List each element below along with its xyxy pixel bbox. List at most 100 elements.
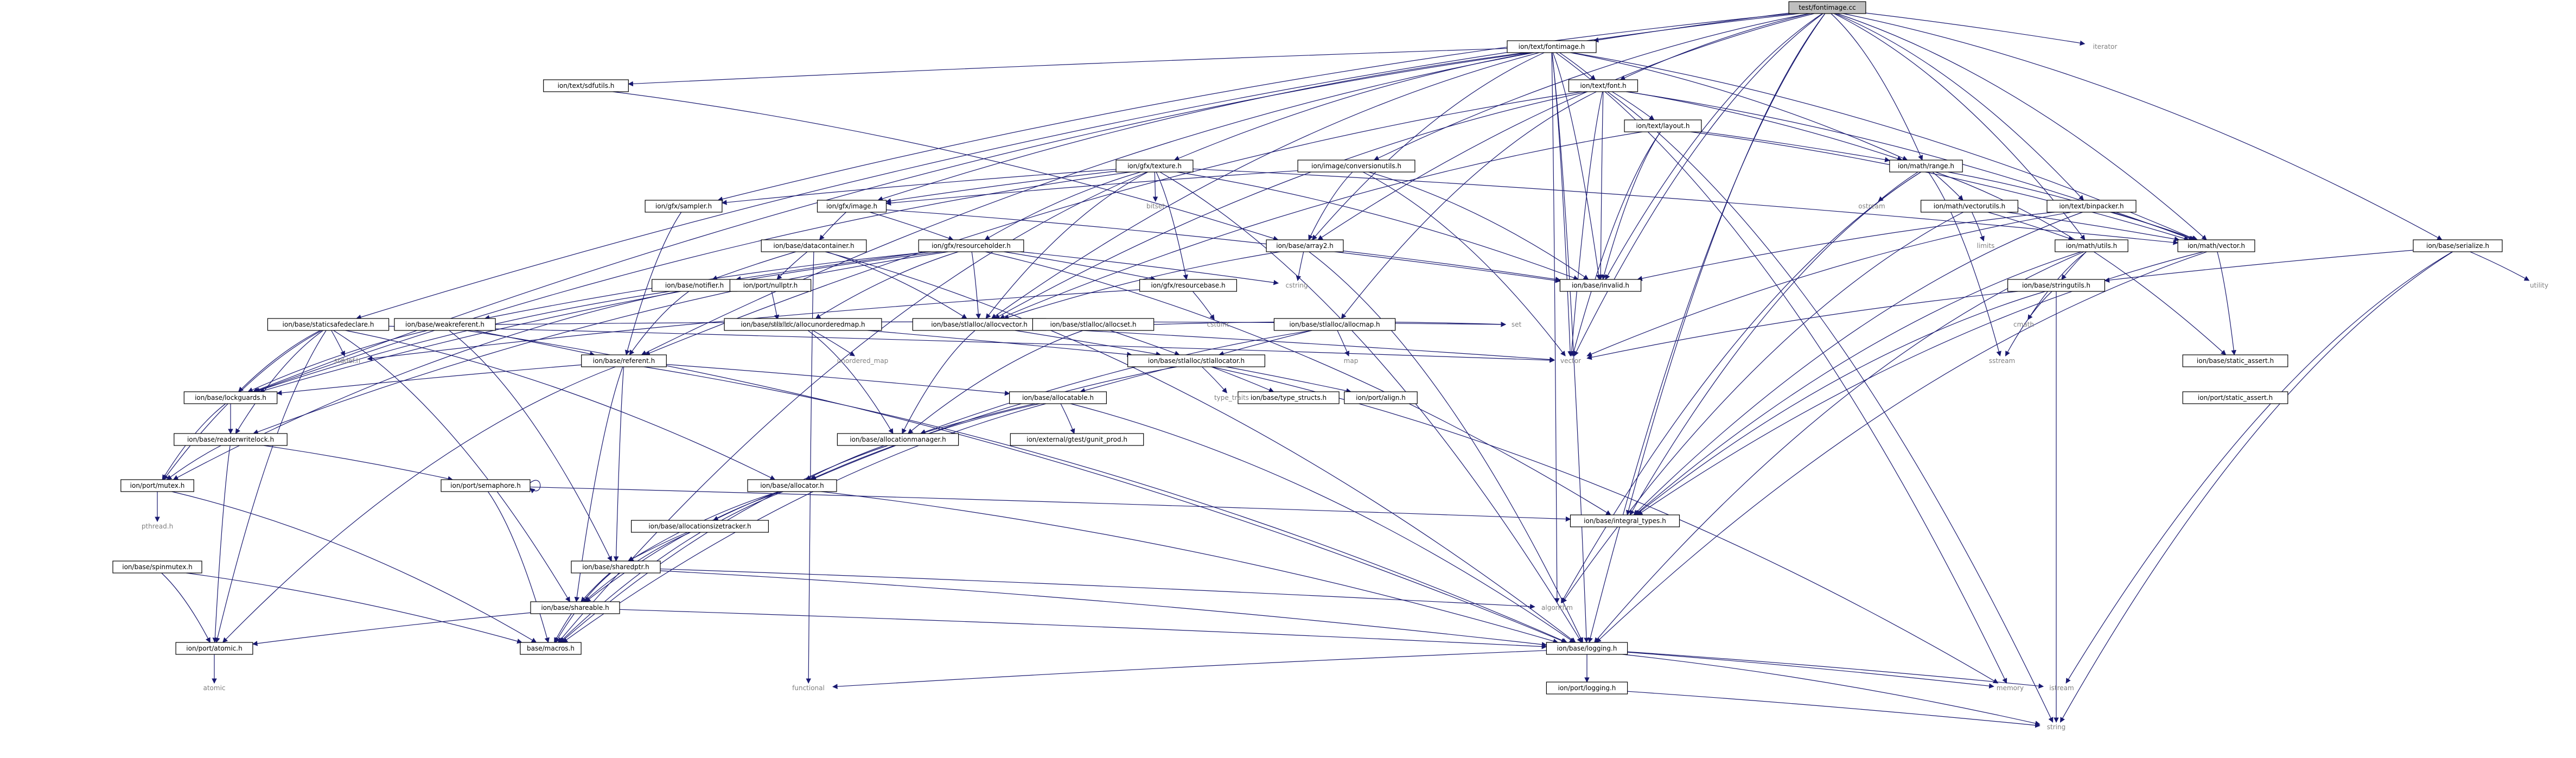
header-node[interactable]: ion/base/stlalloc/allocunorderedmap.h [724,318,882,331]
header-node[interactable]: ion/base/stlalloc/allocset.h [1032,318,1155,331]
header-node[interactable]: ion/text/sdfutils.h [543,79,629,92]
dependency-edge [530,486,1571,522]
node-label: ion/base/spinmutex.h [122,563,192,571]
header-node[interactable]: ion/image/conversionutils.h [1297,160,1415,173]
dependency-edge [1971,212,1985,241]
dependency-edge [1226,366,1351,393]
node-label: ion/port/mutex.h [130,482,185,489]
dependency-edge [819,212,846,240]
node-label: base/macros.h [527,645,575,652]
header-node[interactable]: ion/base/stringutils.h [2007,279,2106,292]
header-node[interactable]: ion/base/type_structs.h [1238,391,1340,404]
dependency-edges [155,12,2530,728]
node-box [2182,354,2288,367]
header-node[interactable]: ion/text/fontimage.h [1507,40,1597,53]
dependency-edge [474,330,595,356]
system-header-label: cstddef [767,321,791,328]
header-node[interactable]: ion/base/stlalloc/stlallocator.h [1127,354,1266,367]
header-node[interactable]: ion/base/staticsafedeclare.h [267,318,390,331]
node-label: ion/base/serialize.h [2426,242,2489,250]
header-node[interactable]: ion/base/logging.h [1546,642,1628,655]
dependency-edge [1202,366,1228,393]
dependency-edge [985,251,1611,515]
header-node[interactable]: ion/base/sharedptr.h [571,560,661,574]
header-node[interactable]: ion/text/font.h [1568,79,1638,92]
header-node[interactable]: ion/gfx/texture.h [1115,160,1194,173]
system-header-label: cstring [1285,282,1308,289]
header-node[interactable]: ion/base/allocatable.h [1009,391,1107,404]
dependency-edge [356,13,1800,320]
header-node[interactable]: ion/base/array2.h [1266,239,1344,252]
header-node[interactable]: ion/math/range.h [1889,160,1963,173]
node-label: ion/math/vector.h [2188,242,2245,250]
header-node[interactable]: base/macros.h [520,642,582,655]
node-box [2055,239,2128,252]
dependency-edge [345,330,776,480]
node-label: ion/base/integral_types.h [1584,517,1666,525]
node-label: ion/external/gtest/gunit_prod.h [1026,436,1127,443]
header-node[interactable]: ion/port/semaphore.h [441,479,531,492]
header-node[interactable]: ion/base/weakreferent.h [394,318,496,331]
node-label: ion/base/logging.h [1557,645,1617,652]
dependency-edge [1362,171,1566,356]
header-node[interactable]: ion/math/utils.h [2055,239,2128,252]
header-node[interactable]: ion/base/serialize.h [2413,239,2503,252]
node-box [581,354,667,367]
node-box [175,642,253,655]
header-node[interactable]: ion/base/notifier.h [652,279,737,292]
header-node[interactable]: ion/gfx/image.h [817,200,887,213]
dependency-edge [660,570,1547,647]
header-node[interactable]: ion/base/allocationsizetracker.h [630,520,769,533]
dependency-edge [333,330,570,602]
header-node[interactable]: ion/port/atomic.h [175,642,253,655]
header-node[interactable]: ion/math/vectorutils.h [1921,200,2019,213]
header-node[interactable]: ion/base/lockguards.h [183,391,278,404]
header-node[interactable]: ion/base/static_assert.h [2182,354,2288,367]
system-header-label: limits [1977,242,1995,250]
header-node[interactable]: ion/gfx/sampler.h [645,200,723,213]
header-node[interactable]: ion/base/integral_types.h [1570,514,1680,527]
node-box [2007,279,2106,292]
header-node[interactable]: ion/base/spinmutex.h [112,560,202,574]
header-node[interactable]: ion/port/static_assert.h [2182,391,2288,404]
header-node[interactable]: ion/text/layout.h [1624,119,1702,132]
node-box [1507,40,1597,53]
header-node[interactable]: ion/base/stlalloc/allocmap.h [1273,318,1396,331]
header-node[interactable]: ion/base/referent.h [581,354,667,367]
node-label: ion/base/stlalloc/allocunorderedmap.h [741,321,865,328]
header-node[interactable]: ion/port/mutex.h [120,479,194,492]
header-node[interactable]: ion/base/invalid.h [1559,279,1642,292]
dependency-edge [666,364,1010,396]
header-node[interactable]: ion/base/allocationmanager.h [837,433,959,446]
dependency-edge [877,52,1526,201]
dependency-edge [1928,171,2001,356]
header-node[interactable]: ion/base/allocator.h [747,479,837,492]
header-node[interactable]: ion/port/nullptr.h [729,279,812,292]
header-node[interactable]: ion/gfx/resourceholder.h [918,239,1024,252]
header-node[interactable]: ion/base/stlalloc/allocvector.h [912,318,1047,331]
dependency-edge [1842,13,2443,240]
node-box [183,391,278,404]
system-header-label: functional [792,684,825,692]
root-node[interactable]: test/fontimage.cc [1788,1,1866,14]
header-node[interactable]: ion/port/logging.h [1546,681,1628,695]
node-label: ion/base/static_assert.h [2197,357,2274,365]
dependency-edge [1586,212,2072,357]
header-node[interactable]: ion/base/datacontainer.h [761,239,867,252]
header-node[interactable]: ion/base/shareable.h [530,601,620,614]
dependency-edge [1627,651,2044,689]
dependency-edge [554,613,572,643]
dependency-edge [1211,366,1274,393]
header-node[interactable]: ion/text/binpacker.h [2046,200,2137,213]
dependency-edge [1110,330,1180,356]
node-label: ion/base/array2.h [1276,242,1334,250]
node-label: ion/base/stlalloc/allocset.h [1050,321,1137,328]
node-box [2046,200,2137,213]
system-header-label: istream [2049,684,2074,692]
node-box [1010,433,1144,446]
header-node[interactable]: ion/external/gtest/gunit_prod.h [1010,433,1144,446]
header-node[interactable]: ion/gfx/resourcebase.h [1139,279,1238,292]
header-node[interactable]: ion/math/vector.h [2177,239,2255,252]
header-node[interactable]: ion/base/readerwritelock.h [174,433,288,446]
header-node[interactable]: ion/port/align.h [1344,391,1418,404]
